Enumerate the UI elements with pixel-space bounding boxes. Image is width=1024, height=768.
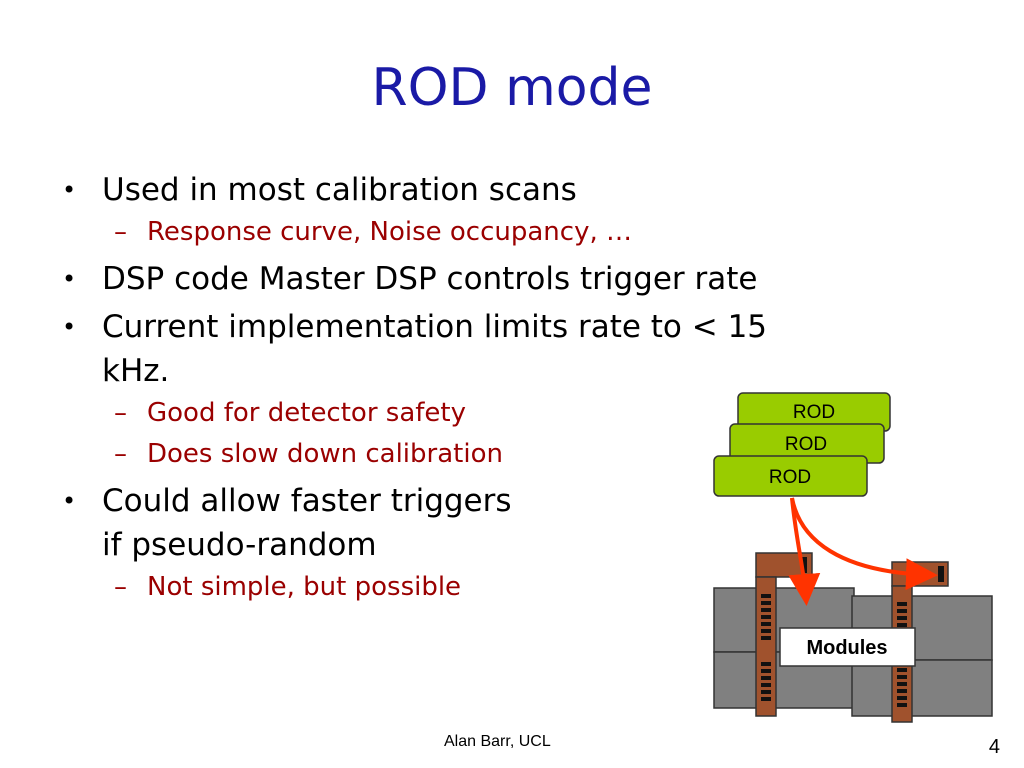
- bullet-text-line: if pseudo-random: [102, 527, 377, 563]
- modules-label: Modules: [806, 637, 887, 659]
- sub-bullet-dash: –: [114, 572, 127, 602]
- rod-label: ROD: [769, 467, 811, 488]
- sub-bullet-dash: –: [114, 398, 127, 428]
- arrow-to-right-module: [790, 497, 938, 591]
- sub-bullet-text: Good for detector safety: [147, 398, 466, 428]
- bullet-item: • DSP code Master DSP controls trigger r…: [62, 257, 942, 301]
- rod-label: ROD: [785, 434, 827, 455]
- sub-bullet-dash: –: [114, 217, 127, 247]
- sub-bullet-text: Response curve, Noise occupancy, …: [147, 217, 632, 247]
- sub-bullet-text: Does slow down calibration: [147, 439, 503, 469]
- rod-board-middle: ROD: [729, 423, 885, 464]
- bullet-dot: •: [62, 176, 77, 204]
- bullet-dot: •: [62, 313, 77, 341]
- sub-bullet-dash: –: [114, 439, 127, 469]
- sub-bullet-item: – Not simple, but possible: [62, 567, 942, 608]
- bullet-text-line: Current implementation limits rate to < …: [102, 309, 768, 345]
- sub-bullet-item: – Response curve, Noise occupancy, …: [62, 212, 942, 253]
- sub-bullet-text: Not simple, but possible: [147, 572, 462, 602]
- footer-author: Alan Barr, UCL: [444, 733, 551, 750]
- bullet-text-line: kHz.: [102, 353, 170, 389]
- rod-board-front: ROD: [713, 455, 868, 497]
- bullet-item: • Used in most calibration scans: [62, 168, 942, 212]
- bullet-item: • Current implementation limits rate to …: [62, 305, 942, 393]
- bullet-text: DSP code Master DSP controls trigger rat…: [102, 261, 758, 297]
- modules-label-box: Modules: [779, 627, 916, 667]
- bullet-dot: •: [62, 487, 77, 515]
- connector-left: [755, 552, 813, 717]
- page-number: 4: [988, 736, 1000, 758]
- sub-bullet-item: – Good for detector safety: [62, 393, 942, 434]
- slide-title: ROD mode: [371, 58, 653, 118]
- bullet-text: Used in most calibration scans: [102, 172, 577, 208]
- arrow-to-left-module: [788, 497, 821, 606]
- bullet-list: • Used in most calibration scans – Respo…: [62, 168, 942, 608]
- rod-label: ROD: [793, 402, 835, 423]
- bullet-item: • Could allow faster triggers if pseudo-…: [62, 479, 942, 567]
- bullet-dot: •: [62, 265, 77, 293]
- sub-bullet-item: – Does slow down calibration: [62, 434, 942, 475]
- bullet-text-line: Could allow faster triggers: [102, 483, 512, 519]
